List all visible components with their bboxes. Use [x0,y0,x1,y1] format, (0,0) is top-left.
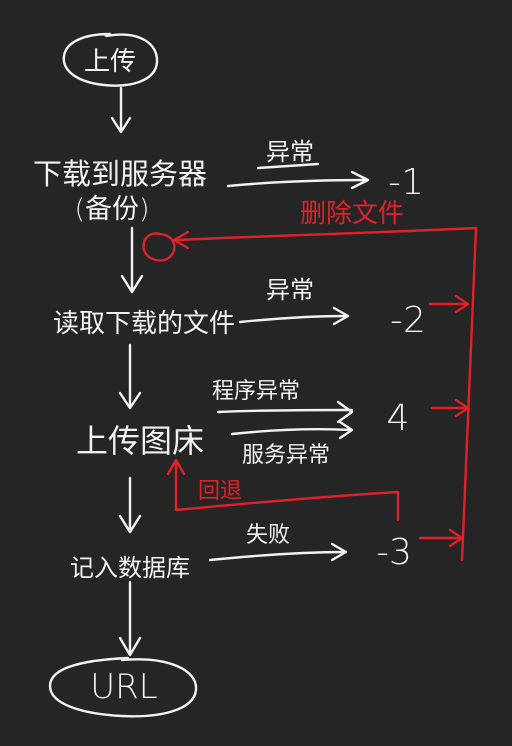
arrowhead-start-to-download [110,116,132,134]
arrowhead-download-to-read [120,274,144,294]
underline-exception-1 [256,162,320,170]
branch-fail-label: 失败 [246,523,290,548]
node-upload-bed-label: 上传图床 [76,422,204,460]
arrowhead-exception-1 [350,170,370,190]
delete-return-arrowhead [172,230,190,250]
node-read-label: 读取下载的文件 [53,309,235,339]
rollback-label: 回退 [198,479,242,504]
error-bus-line [460,226,478,562]
arrowhead-read-to-upload [118,391,142,410]
arrow-exception-1 [226,178,370,188]
branch-server-exception-label: 服务异常 [242,443,330,468]
arrow-fail [208,550,348,562]
bus-arrowhead-from-minus-2 [454,294,470,314]
delete-file-label: 删除文件 [300,199,404,229]
branch-exception-1-label: 异常 [266,138,314,166]
node-download-backup-label: (备份) [74,194,149,225]
code-4: 4 [387,398,410,439]
arrowhead-fail [330,542,348,562]
node-end-label: URL [90,667,157,707]
branch-exception-2-label: 异常 [266,276,314,304]
arrow-program-exception [216,408,354,414]
bus-arrowhead-from-4 [454,398,470,418]
arrowhead-exception-2 [332,306,350,326]
delete-target-circle [142,232,176,262]
bus-arrowhead-from-minus-3 [448,528,464,548]
arrowhead-program-exception [336,400,354,424]
start-node-ellipse [62,32,159,87]
branch-program-exception-label: 程序异常 [212,379,300,404]
rollback-arrowhead [166,458,186,476]
code-minus-3: -3 [376,532,412,573]
arrow-exception-2 [238,314,350,324]
arrowhead-server-exception [338,420,354,440]
arrowhead-upload-to-db [118,514,142,534]
node-download-label: 下载到服务器 [33,157,207,191]
code-minus-1: -1 [388,162,424,203]
delete-return-line [174,226,478,242]
node-db-label: 记入数据库 [70,554,190,582]
rollback-loop-line [174,460,400,522]
end-node-ellipse [48,656,198,718]
node-start-label: 上传 [84,47,136,77]
code-minus-2: -2 [390,300,426,341]
arrow-server-exception [230,428,354,436]
arrowhead-db-to-end [118,636,142,657]
